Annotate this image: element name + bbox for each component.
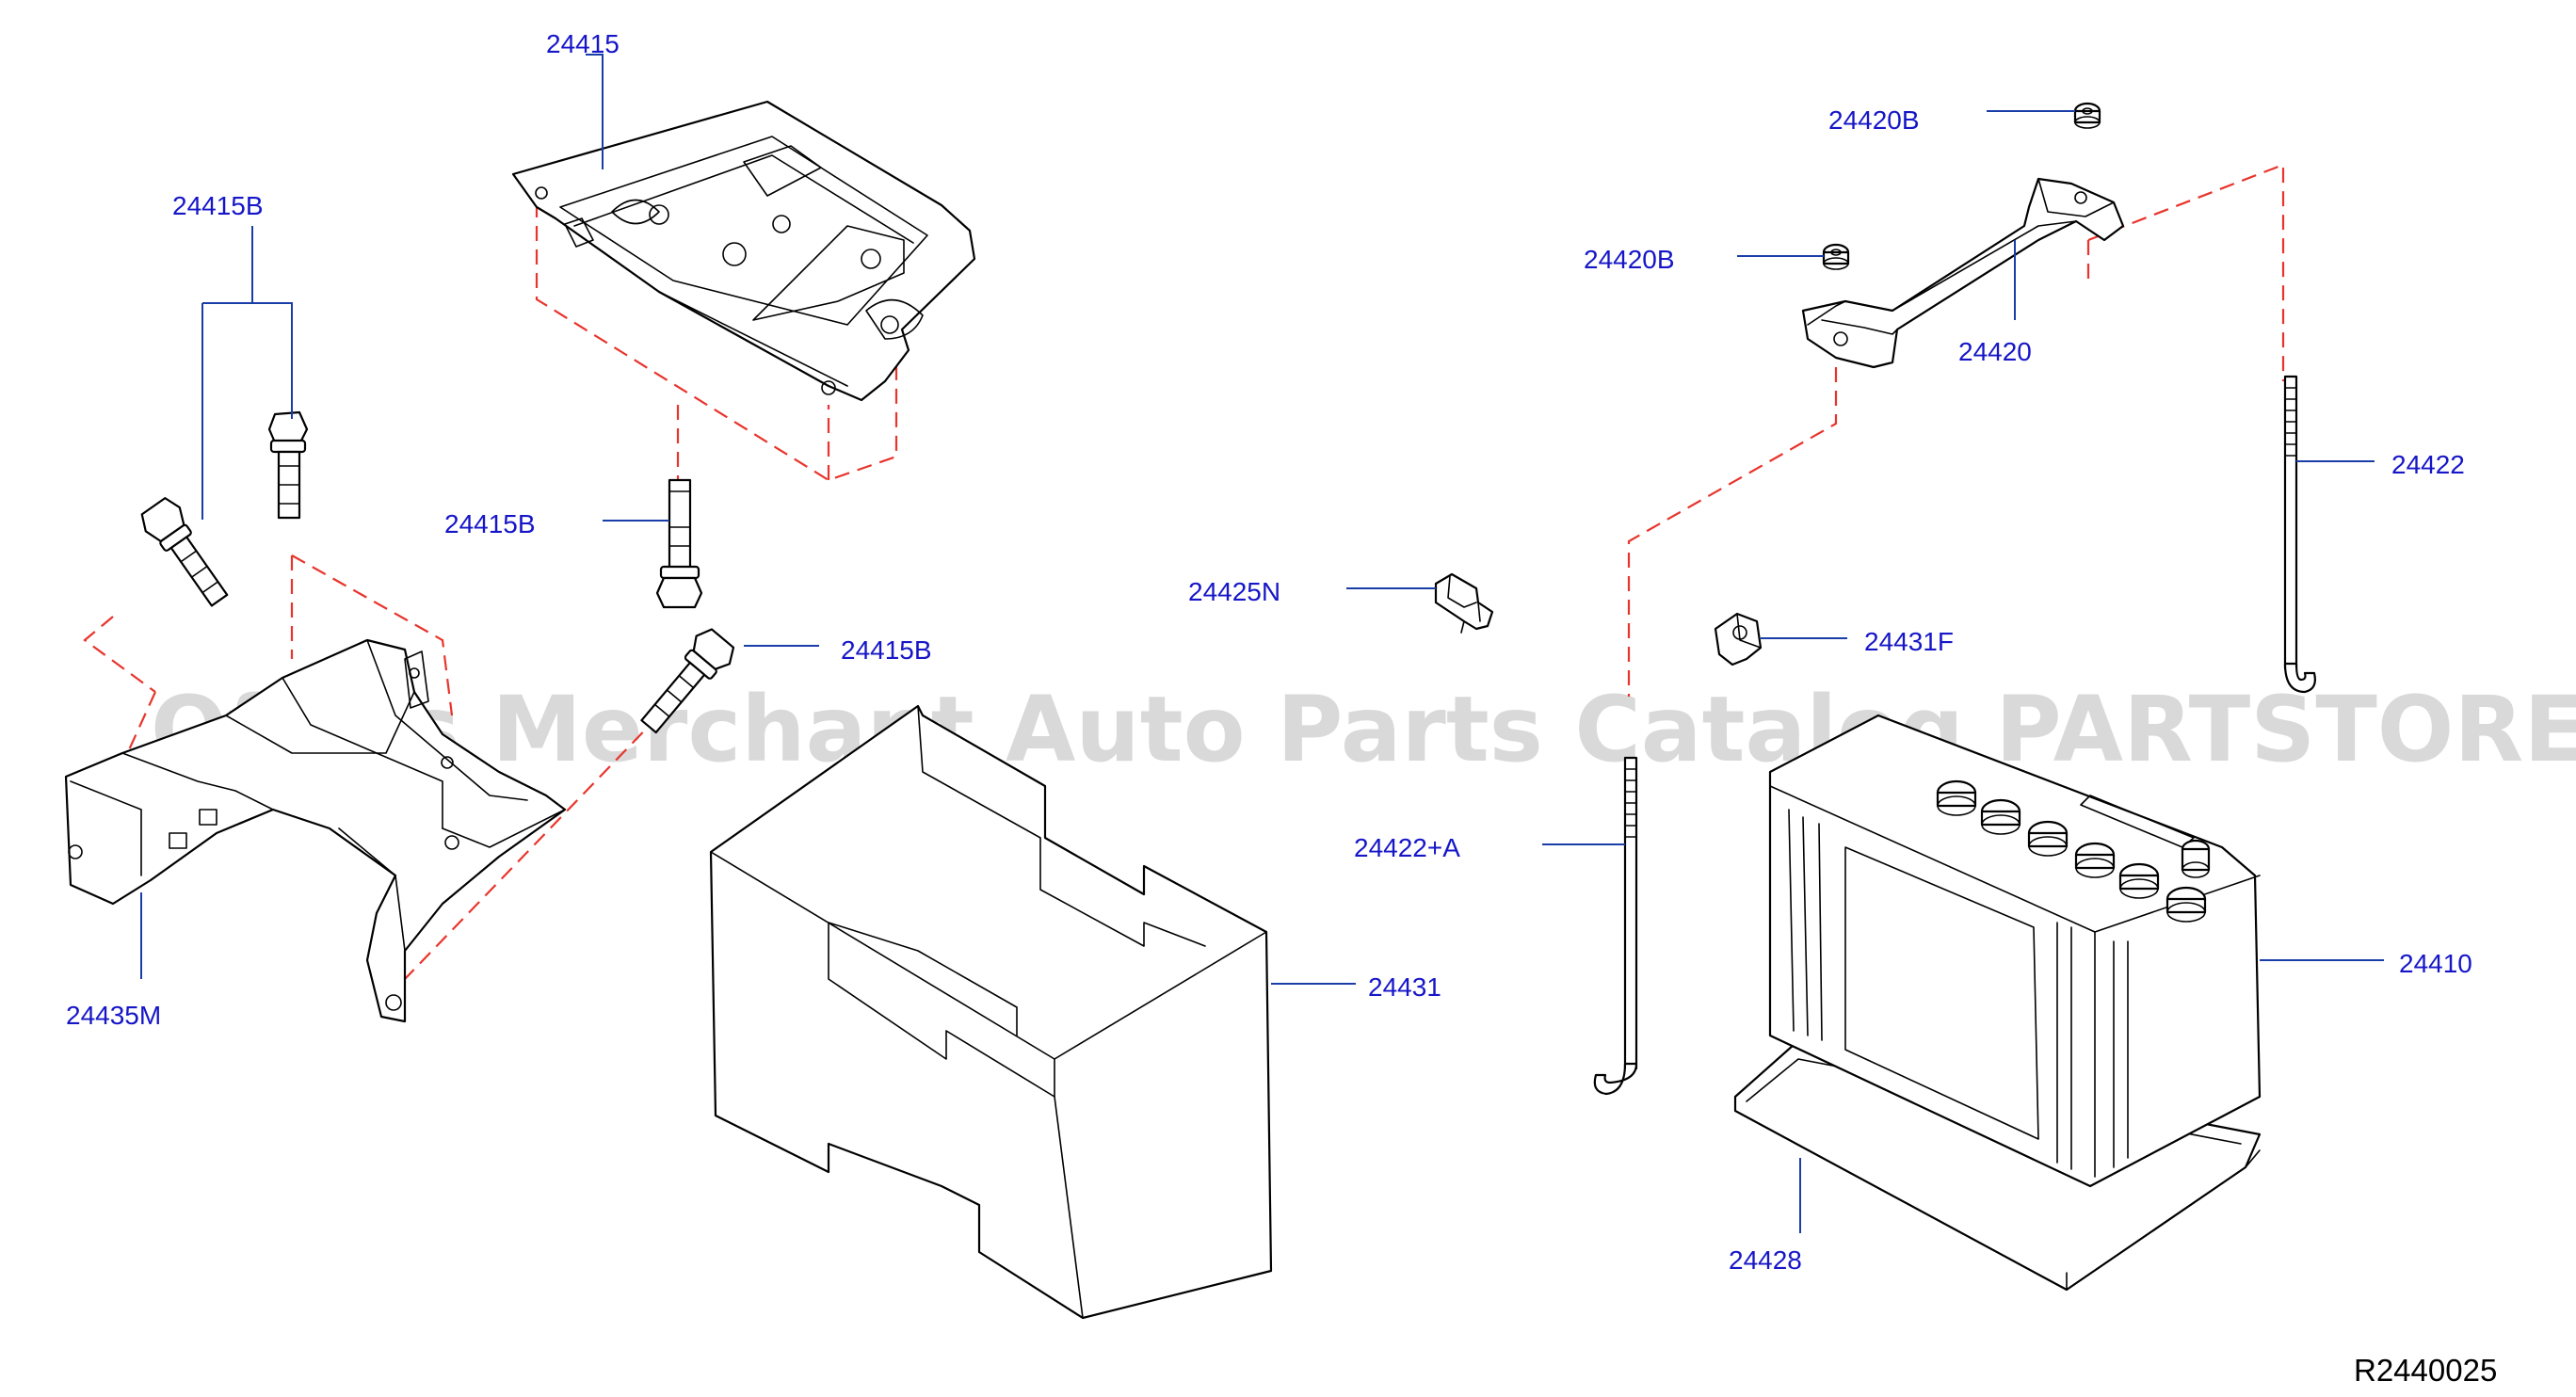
bracket-part (64, 638, 567, 1023)
label-nut-top: 24420B (1828, 105, 1920, 135)
label-clip: 24425N (1188, 577, 1280, 606)
rod-right-part (2283, 375, 2316, 694)
diagram-id: R2440025 (2354, 1353, 2497, 1388)
hold-down-frame-part (1801, 177, 2125, 369)
label-cover: 24431 (1368, 972, 1441, 1002)
clip-part (1434, 572, 1494, 634)
nut-left-part (1822, 243, 1850, 270)
label-bolt-center: 24415B (444, 509, 536, 538)
bolt-pair-upper-left (140, 410, 309, 607)
clip-nut-part (1714, 612, 1763, 666)
battery-tray-part (511, 100, 976, 402)
label-bolt-pair: 24415B (172, 191, 264, 220)
label-base: 24428 (1729, 1245, 1802, 1275)
label-tray: 24415 (546, 29, 620, 58)
label-rod-left: 24422+A (1354, 833, 1460, 862)
label-battery: 24410 (2399, 949, 2472, 978)
rod-left-part (1593, 756, 1638, 1096)
label-frame: 24420 (1958, 337, 2032, 366)
bolt-center (655, 478, 703, 609)
watermark-text: Offers Merchant Auto Parts Catalog PARTS… (151, 677, 2576, 782)
battery-part (1768, 714, 2262, 1188)
label-rod-right: 24422 (2391, 450, 2465, 479)
battery-cover-part (709, 704, 1273, 1320)
label-clip-nut: 24431F (1864, 627, 1954, 656)
nut-top-part (2073, 102, 2101, 129)
label-bolt-right: 24415B (841, 635, 932, 665)
label-bracket: 24435M (66, 1001, 161, 1030)
bolt-right (640, 628, 735, 734)
leader-lines (140, 54, 2384, 1233)
label-nut-left: 24420B (1584, 245, 1675, 274)
